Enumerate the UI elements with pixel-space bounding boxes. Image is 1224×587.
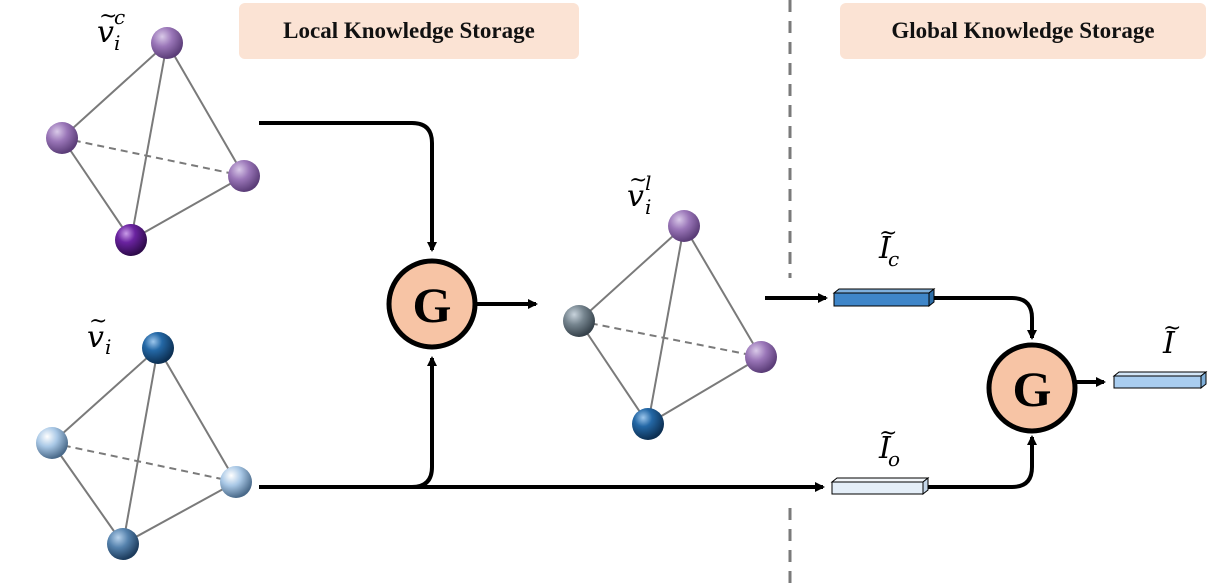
context-feature-label: ~ I c — [878, 221, 899, 271]
graph-node — [36, 427, 68, 459]
output-feature-bar — [1112, 370, 1208, 390]
svg-text:~: ~ — [1163, 316, 1181, 341]
graph-node — [563, 305, 595, 337]
fused-graph-label: ~ v l i — [627, 168, 651, 219]
graph-node — [107, 528, 139, 560]
svg-text:c: c — [888, 247, 899, 271]
output-feature-label: ~ I — [1162, 316, 1181, 361]
graph-node — [632, 408, 664, 440]
svg-text:I: I — [878, 431, 892, 466]
original-feature-to-global-operator-arrow — [928, 435, 1037, 489]
graph-node — [745, 341, 777, 373]
svg-text:l: l — [645, 171, 651, 195]
context-graph — [46, 27, 260, 256]
original-feature-bar — [830, 476, 930, 496]
svg-text:I: I — [1162, 326, 1176, 361]
fused-graph — [563, 210, 777, 440]
input-to-operator-arrow — [259, 356, 437, 489]
svg-text:~: ~ — [89, 309, 107, 334]
local-storage-label: Local Knowledge Storage — [239, 3, 579, 59]
graph-node — [220, 466, 252, 498]
svg-text:i: i — [105, 335, 111, 359]
svg-text:i: i — [645, 195, 651, 219]
context-feature-bar — [832, 287, 936, 308]
input-graph — [36, 332, 252, 560]
original-feature-label: ~ I o — [878, 421, 900, 471]
svg-text:v: v — [627, 179, 644, 214]
svg-text:o: o — [888, 447, 900, 471]
global-operator-label: G — [1013, 361, 1052, 417]
svg-text:I: I — [878, 231, 892, 266]
svg-text:v: v — [87, 320, 104, 355]
svg-text:~: ~ — [629, 168, 647, 193]
svg-text:i: i — [114, 31, 120, 55]
svg-text:~: ~ — [879, 221, 897, 246]
svg-text:v: v — [97, 15, 114, 50]
svg-text:~: ~ — [99, 4, 117, 29]
graph-node — [142, 332, 174, 364]
graph-node — [228, 160, 260, 192]
local-operator-label: G — [413, 277, 452, 333]
context-graph-label: ~ v c i — [97, 4, 125, 55]
context-feature-to-global-operator-arrow — [934, 296, 1037, 340]
svg-text:c: c — [114, 5, 125, 29]
graph-node — [668, 210, 700, 242]
global-operator-g — [986, 342, 1078, 434]
graph-node — [115, 224, 147, 256]
graph-node — [46, 122, 78, 154]
input-graph-label: ~ v i — [87, 309, 111, 359]
context-to-operator-arrow — [259, 121, 437, 252]
svg-text:~: ~ — [879, 421, 897, 446]
global-storage-label: Global Knowledge Storage — [840, 3, 1206, 59]
graph-node — [151, 27, 183, 59]
local-operator-g — [386, 258, 478, 350]
